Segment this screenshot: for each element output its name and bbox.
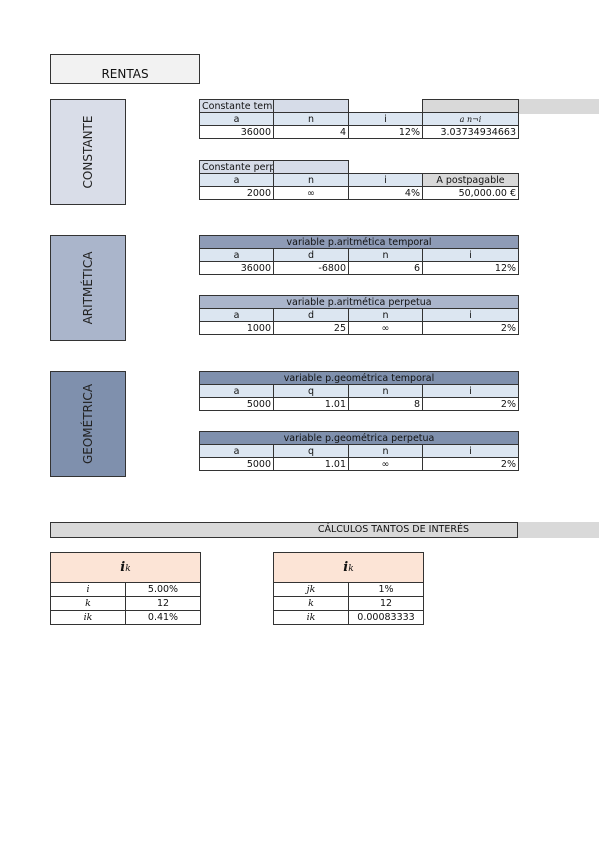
calculos-strip bbox=[518, 522, 599, 538]
col-header: a bbox=[199, 173, 274, 187]
table-calc-right: ik jk 1% k 12 ik 0.00083333 bbox=[272, 552, 425, 625]
table-geometrica-perpetua: variable p.geométrica perpetua a q n i 5… bbox=[199, 431, 519, 471]
row-value[interactable]: 0.41% bbox=[124, 610, 202, 625]
col-header: i bbox=[422, 444, 519, 458]
cell-value[interactable]: 8 bbox=[348, 397, 423, 411]
cell-value[interactable]: 12% bbox=[348, 125, 423, 139]
row-value[interactable]: 12 bbox=[347, 596, 425, 611]
row-label: i bbox=[50, 582, 126, 597]
col-header: i bbox=[348, 112, 423, 126]
cell-value[interactable]: 2% bbox=[422, 321, 519, 335]
cell-value[interactable]: 36000 bbox=[199, 261, 274, 275]
col-header: a bbox=[199, 444, 274, 458]
cell-value[interactable]: 25 bbox=[273, 321, 349, 335]
cell-value[interactable]: 1.01 bbox=[273, 397, 349, 411]
row-value[interactable]: 0.00083333 bbox=[347, 610, 425, 625]
table-caption: variable p.aritmética perpetua bbox=[199, 295, 519, 309]
row-label: k bbox=[273, 596, 349, 611]
row-label: ik bbox=[273, 610, 349, 625]
cell-value[interactable]: ∞ bbox=[348, 321, 423, 335]
cell-value[interactable]: 5000 bbox=[199, 397, 274, 411]
cell-value[interactable]: 2% bbox=[422, 397, 519, 411]
section-geometrica-label: GEOMÉTRICA bbox=[81, 383, 95, 465]
col-header: d bbox=[273, 308, 349, 322]
formula-header: ik bbox=[49, 552, 202, 583]
col-header: n bbox=[348, 248, 423, 262]
col-header: a bbox=[199, 384, 274, 398]
section-aritmetica: ARITMÉTICA bbox=[50, 235, 126, 341]
col-header: n bbox=[348, 384, 423, 398]
cell-value[interactable]: 3.03734934663 bbox=[422, 125, 519, 139]
cell-value[interactable]: -6800 bbox=[273, 261, 349, 275]
col-header: i bbox=[348, 173, 423, 187]
row-value[interactable]: 1% bbox=[347, 582, 425, 597]
table-constante-perpetua: Constante perpétua a n i A postpagable 2… bbox=[199, 160, 519, 200]
cell-value[interactable]: ∞ bbox=[273, 186, 349, 200]
col-header: A postpagable bbox=[422, 173, 519, 187]
formula-header: ik bbox=[272, 552, 425, 583]
col-header: a bbox=[199, 248, 274, 262]
cell-value[interactable]: 5000 bbox=[199, 457, 274, 471]
col-header: i bbox=[422, 384, 519, 398]
col-header: i bbox=[421, 248, 520, 262]
col-header: q bbox=[273, 444, 349, 458]
cell-value[interactable]: ∞ bbox=[348, 457, 423, 471]
section-constante: CONSTANTE bbox=[50, 99, 126, 205]
cell-value[interactable]: 2000 bbox=[199, 186, 274, 200]
row-label: k bbox=[50, 596, 126, 611]
table-caption: Constante temporal bbox=[199, 99, 274, 113]
table-caption: variable p.aritmética temporal bbox=[198, 235, 520, 249]
row-value[interactable]: 12 bbox=[124, 596, 202, 611]
col-header: a bbox=[199, 112, 274, 126]
col-header: i bbox=[422, 308, 519, 322]
row-value[interactable]: 5.00% bbox=[124, 582, 202, 597]
col-header: n bbox=[348, 308, 423, 322]
col-header: d bbox=[273, 248, 349, 262]
cell-value[interactable]: 12% bbox=[421, 261, 520, 275]
section-constante-label: CONSTANTE bbox=[81, 115, 95, 189]
cell-value[interactable]: 36000 bbox=[199, 125, 274, 139]
table-aritmetica-temporal: variable p.aritmética temporal a d n i 3… bbox=[198, 235, 520, 275]
table-aritmetica-perpetua: variable p.aritmética perpetua a d n i 1… bbox=[199, 295, 519, 335]
row-label: jk bbox=[273, 582, 349, 597]
col-header: a bbox=[199, 308, 274, 322]
table-calc-left: ik i 5.00% k 12 ik 0.41% bbox=[49, 552, 202, 625]
col-header: a n¬i bbox=[422, 112, 519, 126]
cell-value[interactable]: 1000 bbox=[199, 321, 274, 335]
page-title: RENTAS bbox=[50, 54, 200, 84]
section-geometrica: GEOMÉTRICA bbox=[50, 371, 126, 477]
table-caption: Constante perpétua bbox=[199, 160, 274, 174]
cell-value[interactable]: 4 bbox=[273, 125, 349, 139]
col-header: n bbox=[273, 173, 349, 187]
cell-value[interactable]: 6 bbox=[348, 261, 423, 275]
header-strip bbox=[518, 99, 599, 114]
cell-value[interactable]: 2% bbox=[422, 457, 519, 471]
table-constante-temporal: Constante temporal a n i a n¬i 36000 4 1… bbox=[199, 99, 519, 139]
cell-value[interactable]: 50,000.00 € bbox=[422, 186, 519, 200]
table-caption: variable p.geométrica temporal bbox=[199, 371, 519, 385]
row-label: ik bbox=[50, 610, 126, 625]
cell-value[interactable]: 1.01 bbox=[273, 457, 349, 471]
section-aritmetica-label: ARITMÉTICA bbox=[81, 251, 95, 325]
calculos-title: CÁLCULOS TANTOS DE INTERÉS bbox=[50, 522, 518, 538]
table-caption: variable p.geométrica perpetua bbox=[199, 431, 519, 445]
col-header: n bbox=[273, 112, 349, 126]
table-geometrica-temporal: variable p.geométrica temporal a q n i 5… bbox=[199, 371, 519, 411]
col-header: q bbox=[273, 384, 349, 398]
cell-value[interactable]: 4% bbox=[348, 186, 423, 200]
col-header: n bbox=[348, 444, 423, 458]
